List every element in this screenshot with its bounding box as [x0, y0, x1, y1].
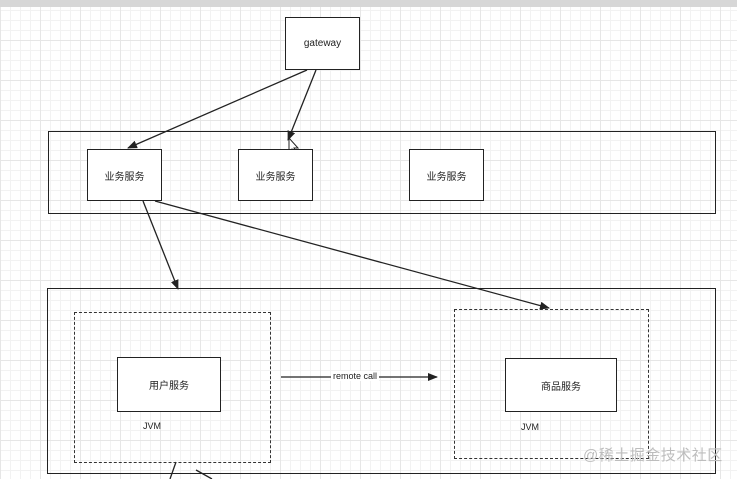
user-service-label: 用户服务 — [149, 381, 189, 392]
edge-outgoing-bottom — [169, 461, 177, 479]
business-service-node-3: 业务服务 — [409, 149, 484, 201]
watermark: @稀土掘金技术社区 — [583, 447, 723, 464]
jvm-label-right: JVM — [521, 422, 539, 432]
business-layer-container — [48, 131, 716, 214]
jvm-boundary-right — [454, 309, 649, 459]
jvm-boundary-left — [74, 312, 271, 463]
user-service-node: 用户服务 — [117, 357, 221, 412]
business-service-node-2: 业务服务 — [238, 149, 313, 201]
edge-service-1-to-user-jvm — [142, 200, 179, 290]
product-service-node: 商品服务 — [505, 358, 617, 412]
jvm-label-left: JVM — [143, 421, 161, 431]
edge-gateway-to-service-2 — [287, 69, 317, 141]
service-layer-container — [47, 288, 716, 474]
product-service-label: 商品服务 — [541, 381, 581, 393]
gateway-label: gateway — [303, 38, 342, 49]
edge-service-1-to-product-jvm — [154, 200, 550, 310]
top-toolbar-strip — [0, 0, 737, 7]
business-service-label-2: 业务服务 — [255, 171, 296, 183]
business-service-label-3: 业务服务 — [426, 171, 467, 183]
gateway-node: gateway — [285, 17, 360, 70]
business-service-node-1: 业务服务 — [87, 149, 162, 201]
edge-gateway-to-service-1 — [127, 69, 308, 149]
remote-call-label: remote call — [331, 371, 380, 381]
edge-outgoing-bottom-2 — [195, 469, 213, 479]
business-service-label-1: 业务服务 — [104, 171, 145, 183]
